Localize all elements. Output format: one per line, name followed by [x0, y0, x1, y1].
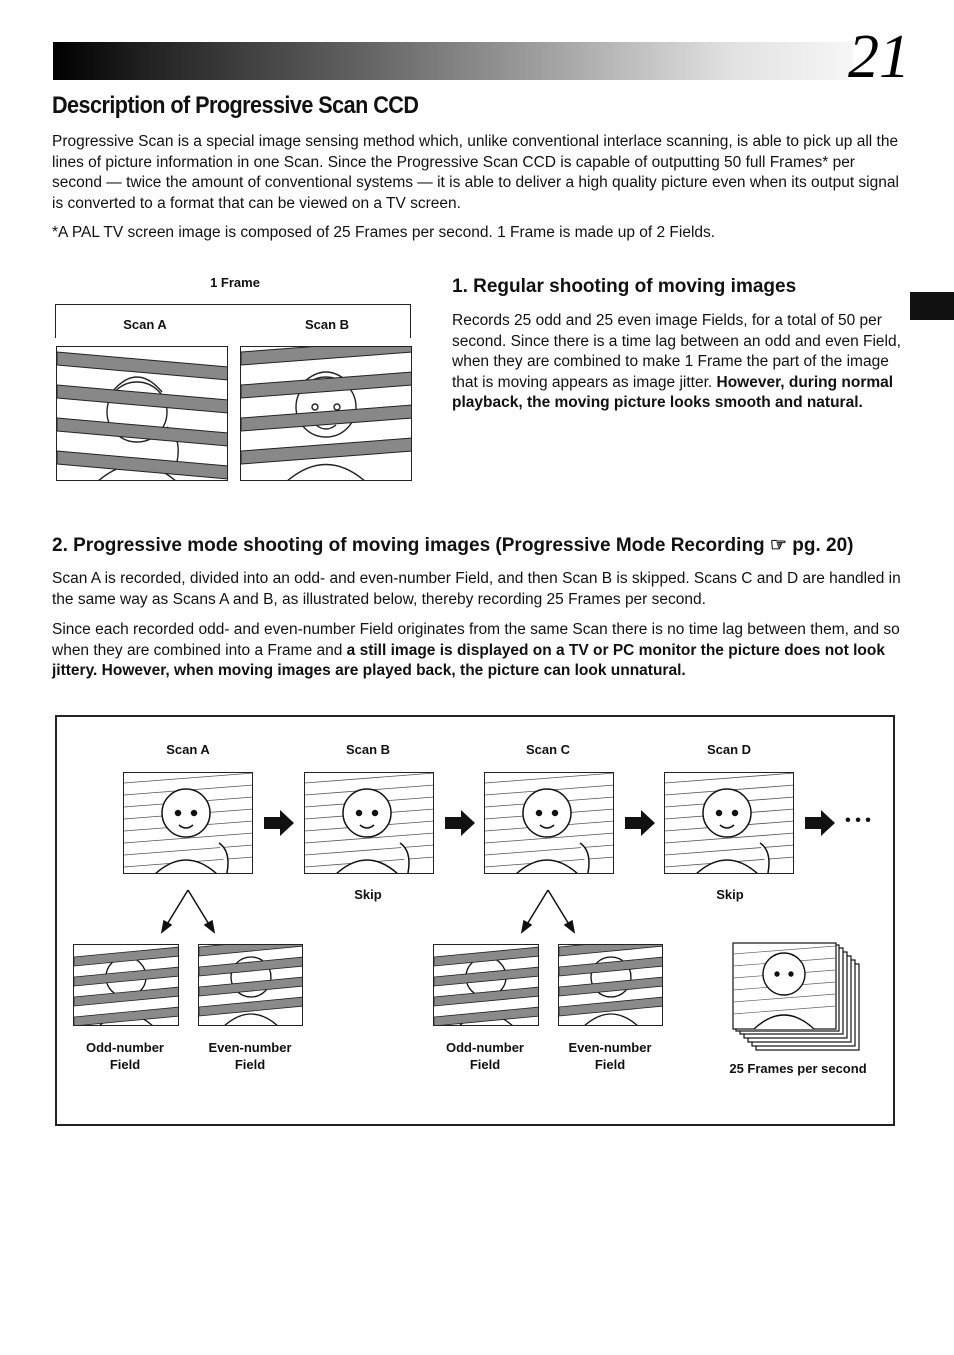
page-number: 21: [848, 23, 910, 91]
section1-heading: 1. Regular shooting of moving images: [452, 276, 797, 297]
section1-body-text: Records 25 odd and 25 even image Fields,…: [452, 312, 901, 391]
even-field-label-c: Even-number Field: [568, 1040, 652, 1072]
split-arrows-icon: [160, 889, 216, 934]
section1-body: Records 25 odd and 25 even image Fields,…: [452, 311, 907, 414]
frames-per-second-label: 25 Frames per second: [729, 1061, 867, 1076]
diagram-scan-b-label: Scan B: [345, 742, 391, 757]
diagram-scan-d-image: [664, 772, 794, 874]
odd-field-label-c: Odd-number Field: [446, 1040, 524, 1072]
section2-heading: 2. Progressive mode shooting of moving i…: [52, 535, 854, 556]
skip-label-b: Skip: [354, 887, 382, 902]
diagram-scan-a-image: [123, 772, 253, 874]
diagram-scan-b-image: [304, 772, 434, 874]
scan-b-label: Scan B: [304, 317, 350, 332]
section2-body2: Since each recorded odd- and even-number…: [52, 620, 912, 682]
scan-b-image: [240, 346, 412, 481]
odd-field-image-c: [433, 944, 539, 1026]
footnote: *A PAL TV screen image is composed of 25…: [52, 224, 716, 241]
scan-a-image: [56, 346, 228, 481]
diagram-scan-c-label: Scan C: [525, 742, 571, 757]
progressive-diagram: [55, 715, 895, 1126]
diagram-scan-d-label: Scan D: [706, 742, 752, 757]
header-gradient-bar: [53, 42, 853, 80]
section2-body2-bold: a still image is displayed on a TV or PC…: [52, 641, 885, 680]
diagram-scan-c-image: [484, 772, 614, 874]
diagram-scan-a-label: Scan A: [166, 742, 210, 757]
arrow-right-icon: [264, 810, 294, 836]
odd-field-label-a: Odd-number Field: [86, 1040, 164, 1072]
scan-a-label: Scan A: [123, 317, 167, 332]
section2-body2-text: Since each recorded odd- and even-number…: [52, 621, 900, 659]
even-field-image-a: [198, 944, 303, 1026]
frame-bracket: [55, 304, 411, 338]
even-field-image-c: [558, 944, 663, 1026]
section1-body-bold: However, during normal playback, the mov…: [452, 373, 894, 412]
odd-field-image-a: [73, 944, 179, 1026]
arrow-right-icon: [625, 810, 655, 836]
arrow-right-icon: [445, 810, 475, 836]
intro-paragraph: Progressive Scan is a special image sens…: [52, 133, 899, 212]
page-title: Description of Progressive Scan CCD: [52, 92, 419, 119]
stacked-frames-image: [732, 942, 860, 1051]
section2-body1: Scan A is recorded, divided into an odd-…: [52, 570, 901, 608]
side-tab-marker: [910, 292, 954, 320]
even-field-label-a: Even-number Field: [208, 1040, 292, 1072]
arrow-right-icon: [805, 810, 835, 836]
split-arrows-icon: [520, 889, 576, 934]
skip-label-d: Skip: [716, 887, 744, 902]
ellipsis: • • •: [845, 812, 871, 829]
frame-label: 1 Frame: [210, 275, 260, 290]
